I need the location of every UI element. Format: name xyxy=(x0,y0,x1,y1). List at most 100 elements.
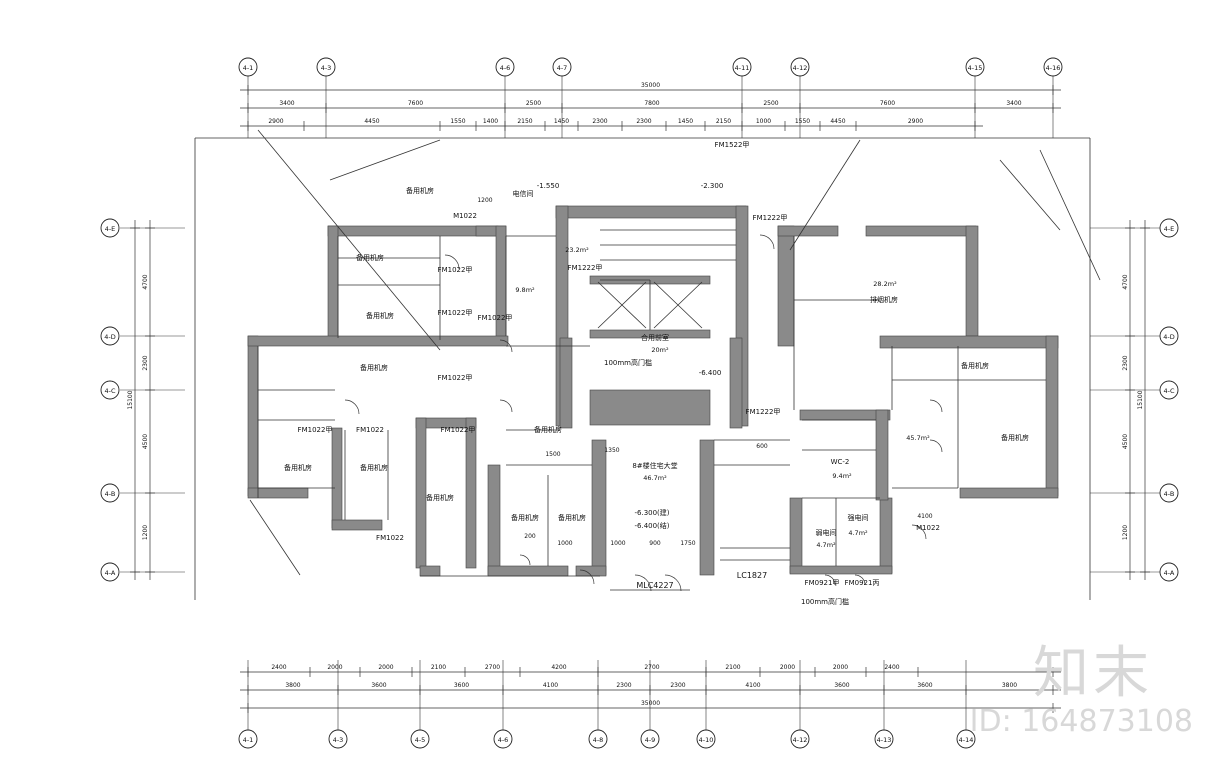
inner-dim: 1000 xyxy=(557,540,572,547)
level-label: -6.400 xyxy=(699,369,722,377)
wall xyxy=(419,565,441,577)
dim-bottom-row2-text: 3800 xyxy=(285,682,300,689)
axis-bubble-top-label: 4-1 xyxy=(243,64,254,72)
axis-bubble-bottom-circle xyxy=(588,729,608,749)
axis-bubble-bottom-label: 4-8 xyxy=(593,736,604,744)
plan-line xyxy=(999,159,1061,231)
wall xyxy=(959,487,1059,499)
level-label: -2.300 xyxy=(701,182,724,190)
wall xyxy=(327,225,339,339)
watermark-id: ID: 164873108 xyxy=(969,704,1193,739)
inner-dim: 1000 xyxy=(610,540,625,547)
door-tag: FM1022 xyxy=(376,534,404,542)
dim-bottom-row1-text: 2400 xyxy=(271,664,286,671)
dim-top-row2-text: 2300 xyxy=(636,118,651,125)
axis-bubble-bottom-circle xyxy=(790,729,810,749)
door-tag: FM1222甲 xyxy=(568,264,603,272)
wall xyxy=(879,335,1059,349)
wall xyxy=(559,337,573,429)
dim-bottom-row2-text: 2300 xyxy=(616,682,631,689)
area-label: 9.4m² xyxy=(832,472,852,480)
door-tag: FM1222甲 xyxy=(753,214,788,222)
dim-top-total-text: 35000 xyxy=(641,82,660,89)
dim-right-text: 2300 xyxy=(1122,355,1129,370)
dim-top-row1-text: 2500 xyxy=(526,100,541,107)
door-tag: FM1022甲 xyxy=(438,266,473,274)
inner-dim: 1350 xyxy=(604,447,619,454)
door-tag: FM1022甲 xyxy=(438,309,473,317)
dim-left-text: 4700 xyxy=(142,274,149,289)
dim-bottom-row1-text: 2700 xyxy=(644,664,659,671)
dim-top-row2-text: 1550 xyxy=(450,118,465,125)
room-label: 备用机房 xyxy=(284,463,312,472)
wall xyxy=(965,225,979,337)
note-label: 100mm高门槛 xyxy=(604,358,652,367)
wall xyxy=(247,335,509,347)
level-label: -6.400(结) xyxy=(634,521,669,530)
axis-bubble-bottom-label: 4-1 xyxy=(243,736,254,744)
room-label: 8#楼住宅大堂 xyxy=(632,461,677,470)
axis-bubble-top-label: 4-16 xyxy=(1046,64,1061,72)
door-tag: FM1022甲 xyxy=(438,374,473,382)
dim-bottom-row2-text: 2300 xyxy=(670,682,685,689)
axis-bubble-left-label: 4-D xyxy=(104,333,116,341)
dim-right-total-text: 15100 xyxy=(1137,390,1144,409)
wall xyxy=(879,497,893,574)
dim-bottom-row1-text: 2700 xyxy=(485,664,500,671)
axis-bubble-right-label: 4-A xyxy=(1164,569,1175,577)
axis-bubble-top-circle xyxy=(552,57,572,77)
dim-bottom-row1-text: 2000 xyxy=(327,664,342,671)
room-label: 合用前室 xyxy=(641,333,669,342)
dim-top-row2-text: 1400 xyxy=(483,118,498,125)
area-label: 28.2m² xyxy=(873,280,897,288)
door-swing xyxy=(519,554,531,566)
door-tag: FM1022甲 xyxy=(478,314,513,322)
dim-bottom-row1-text: 2000 xyxy=(780,664,795,671)
axis-bubble-right-circle xyxy=(1159,483,1179,503)
dim-bottom-row1-text: 4200 xyxy=(551,664,566,671)
room-label: 备用机房 xyxy=(426,493,454,502)
axis-bubble-left-circle xyxy=(100,326,120,346)
wall xyxy=(589,389,711,426)
door-swing xyxy=(634,574,652,592)
note-label: WC-2 xyxy=(831,458,850,466)
area-label: 45.7m² xyxy=(906,434,930,442)
axis-bubble-top-circle xyxy=(790,57,810,77)
door-tag: M1022 xyxy=(916,524,940,532)
dim-left-text: 2300 xyxy=(142,355,149,370)
axis-bubble-bottom-label: 4-13 xyxy=(877,736,892,744)
axis-bubble-top-label: 4-15 xyxy=(968,64,983,72)
plan-line xyxy=(257,129,441,351)
axis-bubble-top-circle xyxy=(495,57,515,77)
door-tag: FM0921甲 xyxy=(805,579,840,587)
wall xyxy=(777,225,795,347)
door-tag: FM1022甲 xyxy=(441,426,476,434)
axis-bubble-bottom-label: 4-9 xyxy=(645,736,656,744)
dim-top-row2-text: 2300 xyxy=(592,118,607,125)
dim-bottom-row2-text: 3600 xyxy=(917,682,932,689)
door-swing xyxy=(499,399,513,413)
door-swing xyxy=(929,399,943,413)
room-label: 备用机房 xyxy=(366,311,394,320)
dim-bottom-row1-text: 2400 xyxy=(884,664,899,671)
wall xyxy=(789,497,803,574)
axis-bubble-top-circle xyxy=(732,57,752,77)
plan-line xyxy=(653,281,703,329)
door-swing xyxy=(499,339,513,353)
wall xyxy=(777,225,839,237)
plan-line xyxy=(249,499,301,576)
plan-line xyxy=(597,281,647,329)
dim-top-row2-text: 1000 xyxy=(756,118,771,125)
axis-bubble-top-circle xyxy=(1043,57,1063,77)
wall xyxy=(465,417,477,569)
door-swing xyxy=(854,574,866,586)
area-label: 4.7m² xyxy=(848,529,868,537)
axis-bubble-bottom-label: 4-10 xyxy=(699,736,714,744)
dim-right-text: 1200 xyxy=(1122,525,1129,540)
door-tag: FM1022甲 xyxy=(298,426,333,434)
axis-bubble-bottom-circle xyxy=(696,729,716,749)
door-swing xyxy=(579,569,595,585)
wall xyxy=(487,565,569,577)
